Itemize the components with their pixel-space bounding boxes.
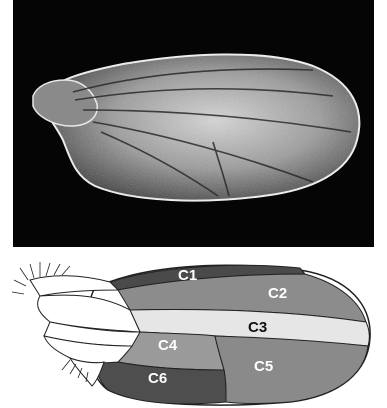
wing-region-diagram: C1 C2 C3 C4 C5 C6: [0, 250, 387, 408]
wing-photograph: [13, 0, 374, 247]
wing-photo-image: [13, 0, 374, 247]
label-c3: C3: [248, 319, 267, 336]
label-c5: C5: [254, 358, 273, 375]
label-c2: C2: [268, 285, 287, 302]
label-c6: C6: [148, 370, 167, 387]
region-c5: [215, 336, 368, 404]
label-c4: C4: [158, 337, 178, 354]
wing-diagram-svg: C1 C2 C3 C4 C5 C6: [0, 250, 387, 408]
label-c1: C1: [178, 267, 197, 284]
